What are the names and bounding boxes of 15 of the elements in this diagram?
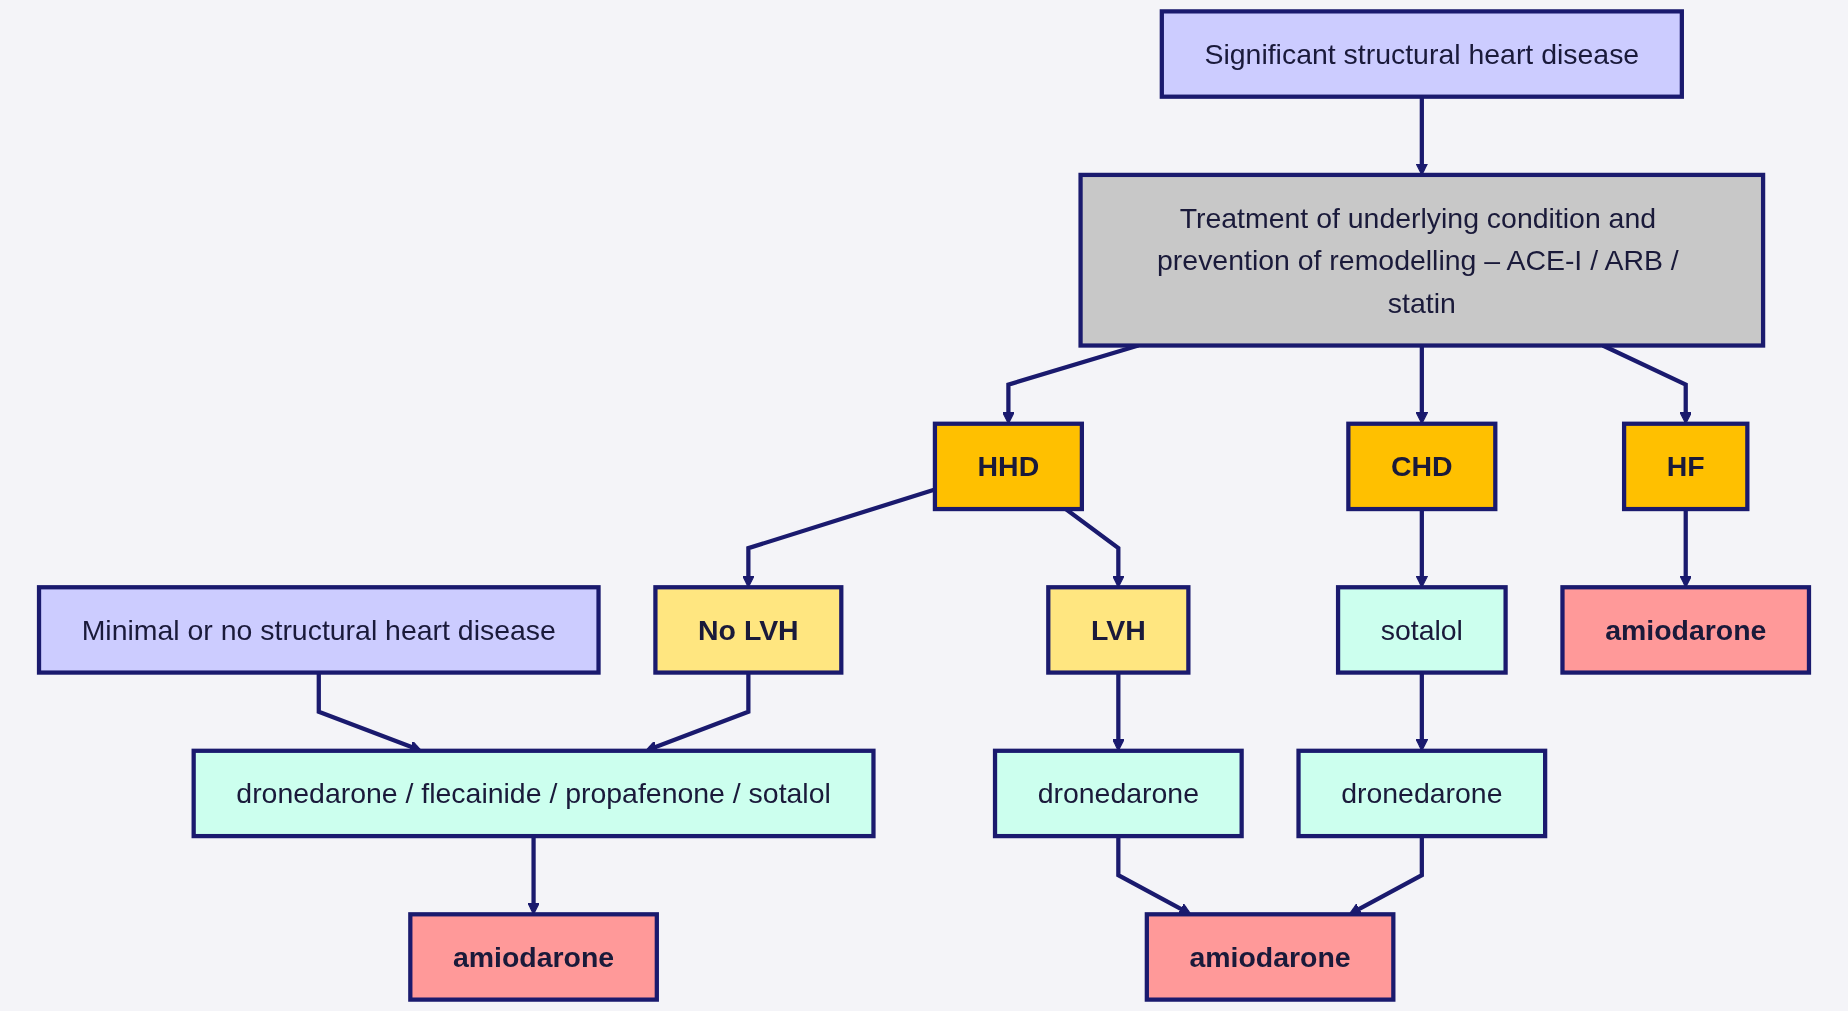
- node-box: Minimal or no structural heart disease: [36, 585, 601, 675]
- node-box: amiodarone: [1144, 912, 1396, 1002]
- node-box: dronedarone: [992, 748, 1244, 839]
- node-box: dronedarone / flecainide / propafenone / sotalol: [191, 748, 876, 839]
- node-box: Significant structural heart disease: [1159, 9, 1684, 99]
- node-box: dronedarone: [1296, 748, 1548, 839]
- node-box: Treatment of underlying condition and prevention of remodelling – ACE-I / ARB / statin: [1078, 172, 1766, 348]
- node-box: No LVH: [653, 585, 844, 675]
- node-box: CHD: [1346, 421, 1498, 512]
- node-box: amiodarone: [1560, 585, 1812, 675]
- node-box: sotalol: [1335, 585, 1508, 675]
- node-box: HF: [1621, 421, 1750, 512]
- node-box: amiodarone: [408, 912, 659, 1002]
- node-box: LVH: [1046, 585, 1191, 675]
- node-box: HHD: [932, 421, 1084, 512]
